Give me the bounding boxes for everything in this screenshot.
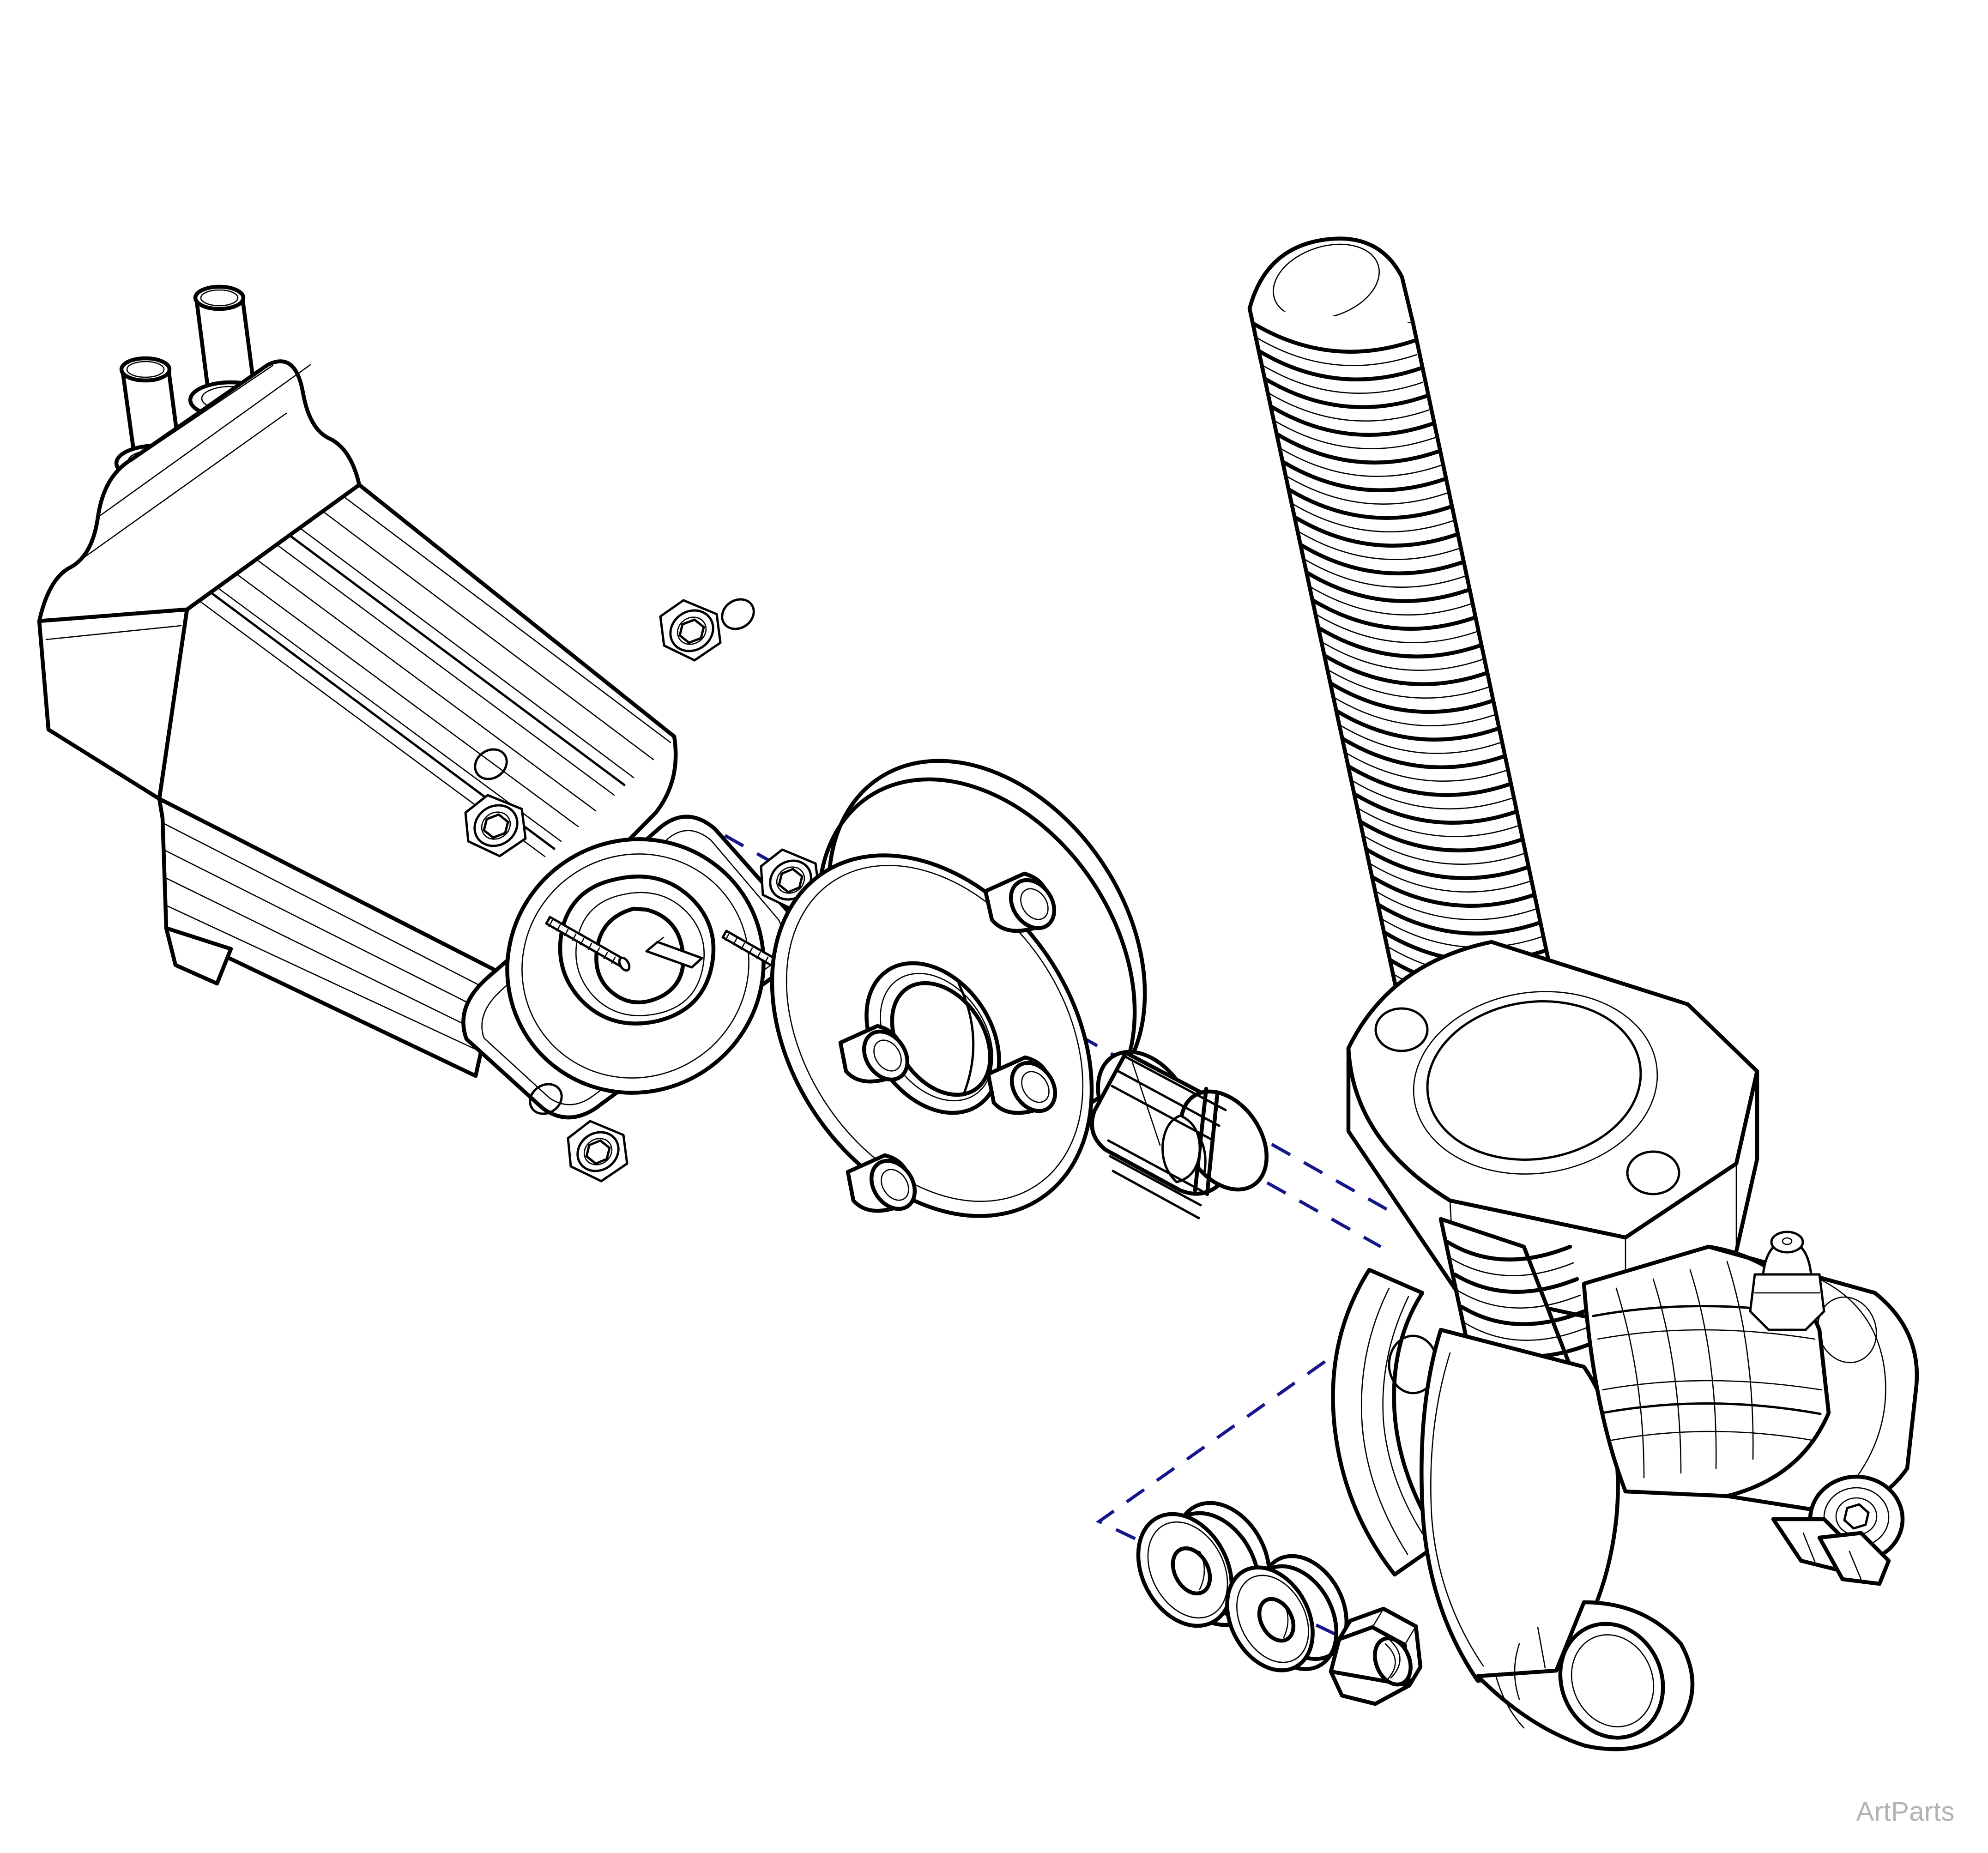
lead-screw-threads — [1247, 306, 1572, 1071]
motor-cap-screw-left — [464, 794, 527, 857]
part-gearbox[interactable] — [1331, 940, 1919, 1754]
gearbox-mounting-eye — [1475, 1600, 1695, 1751]
washer-2-bore — [1257, 1597, 1296, 1643]
gearbox-bearing-seat-outer — [1413, 991, 1658, 1175]
part-hex-nut[interactable] — [1329, 1606, 1423, 1706]
flange-disc-chamfer — [786, 864, 1084, 1202]
gearbox-bearing-seat-inner — [1426, 1000, 1642, 1161]
grease-zerk-fitting — [1749, 1231, 1825, 1331]
part-motor[interactable] — [37, 284, 821, 1183]
part-lead-screw[interactable] — [1247, 231, 1572, 1071]
motor-cap-screw-top — [659, 599, 722, 662]
motor-foot — [164, 926, 233, 986]
motor-housing-fins — [198, 496, 671, 857]
part-shaft-coupling[interactable] — [1078, 1034, 1284, 1219]
part-washer-2[interactable] — [1210, 1552, 1349, 1685]
motor-threaded-stud-left — [545, 916, 631, 972]
part-washer-1[interactable] — [1120, 1498, 1271, 1642]
washer-1-bore — [1171, 1546, 1212, 1596]
motor-front-flange — [461, 598, 821, 1183]
flange-bolt-hole-right — [986, 1055, 1057, 1115]
coupling-bore — [1161, 1114, 1201, 1183]
motor-pilot-boss-inner — [521, 853, 749, 1079]
coupling-clamp-ribs — [1107, 1055, 1227, 1219]
watermark-artparts: ArtParts — [1856, 1797, 1955, 1827]
motor-cap-screw-bottom — [567, 1120, 628, 1183]
gearbox-plate-bolt-hole-right — [1626, 1150, 1680, 1195]
flange-bolt-hole-left — [838, 1024, 910, 1084]
motor-flange-hole-bottom — [529, 1083, 563, 1115]
gearbox-left-shroud — [1331, 1268, 1443, 1577]
motor-flange-hole-top — [721, 598, 755, 630]
gearbox-lug-2 — [1817, 1531, 1891, 1586]
motor-body — [157, 483, 678, 974]
motor-flange-hole-left — [474, 748, 508, 780]
hex-nut-thread-bore — [1373, 1636, 1413, 1687]
flange-bolt-hole-top — [983, 871, 1057, 933]
motor-shaft-keyway — [645, 941, 703, 969]
motor-lower-body — [157, 797, 501, 1078]
part-flange-plate[interactable] — [706, 759, 1158, 1277]
trunnion-bore-inner — [1571, 1634, 1655, 1727]
flange-bolt-hole-bottom — [846, 1153, 917, 1213]
main-assembly-axis-upper — [692, 815, 1389, 1212]
gearbox-plate-bolt-hole-left — [1374, 1007, 1429, 1052]
motor-shaft-hub — [558, 875, 716, 1026]
motor-fin-slot-2 — [289, 534, 626, 786]
